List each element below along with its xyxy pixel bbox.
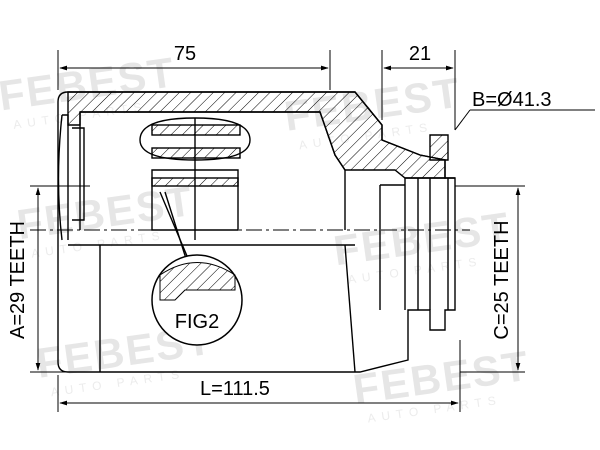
roller-band — [151, 124, 241, 136]
dimension-teeth-left — [30, 185, 90, 373]
dimension-label-21: 21 — [409, 43, 431, 65]
roller-band — [151, 147, 241, 159]
dimension-diameter-leader — [454, 109, 595, 131]
tripod-assembly — [139, 117, 251, 276]
callout-label: FIG2 — [175, 311, 219, 333]
dimension-label-teeth-right: C=25 TEETH — [491, 220, 513, 339]
dimension-width-top — [57, 50, 331, 90]
dimension-teeth-right — [455, 185, 525, 373]
dimension-label-diameter: B=Ø41.3 — [472, 89, 552, 111]
dimension-label-75: 75 — [174, 43, 196, 65]
dimension-label-teeth-left: A=29 TEETH — [7, 221, 29, 339]
fig2-callout: FIG2 — [151, 254, 243, 346]
dimension-width-right — [381, 50, 456, 130]
left-flange — [57, 114, 85, 241]
inner-bore — [80, 111, 346, 230]
body-line — [344, 244, 356, 373]
dimension-label-length: L=111.5 — [200, 378, 270, 400]
callout-leader — [164, 191, 189, 266]
stem-collar — [429, 134, 449, 161]
callout-hatch — [159, 262, 236, 301]
roller-body — [151, 169, 239, 231]
dimension-length — [57, 340, 461, 412]
